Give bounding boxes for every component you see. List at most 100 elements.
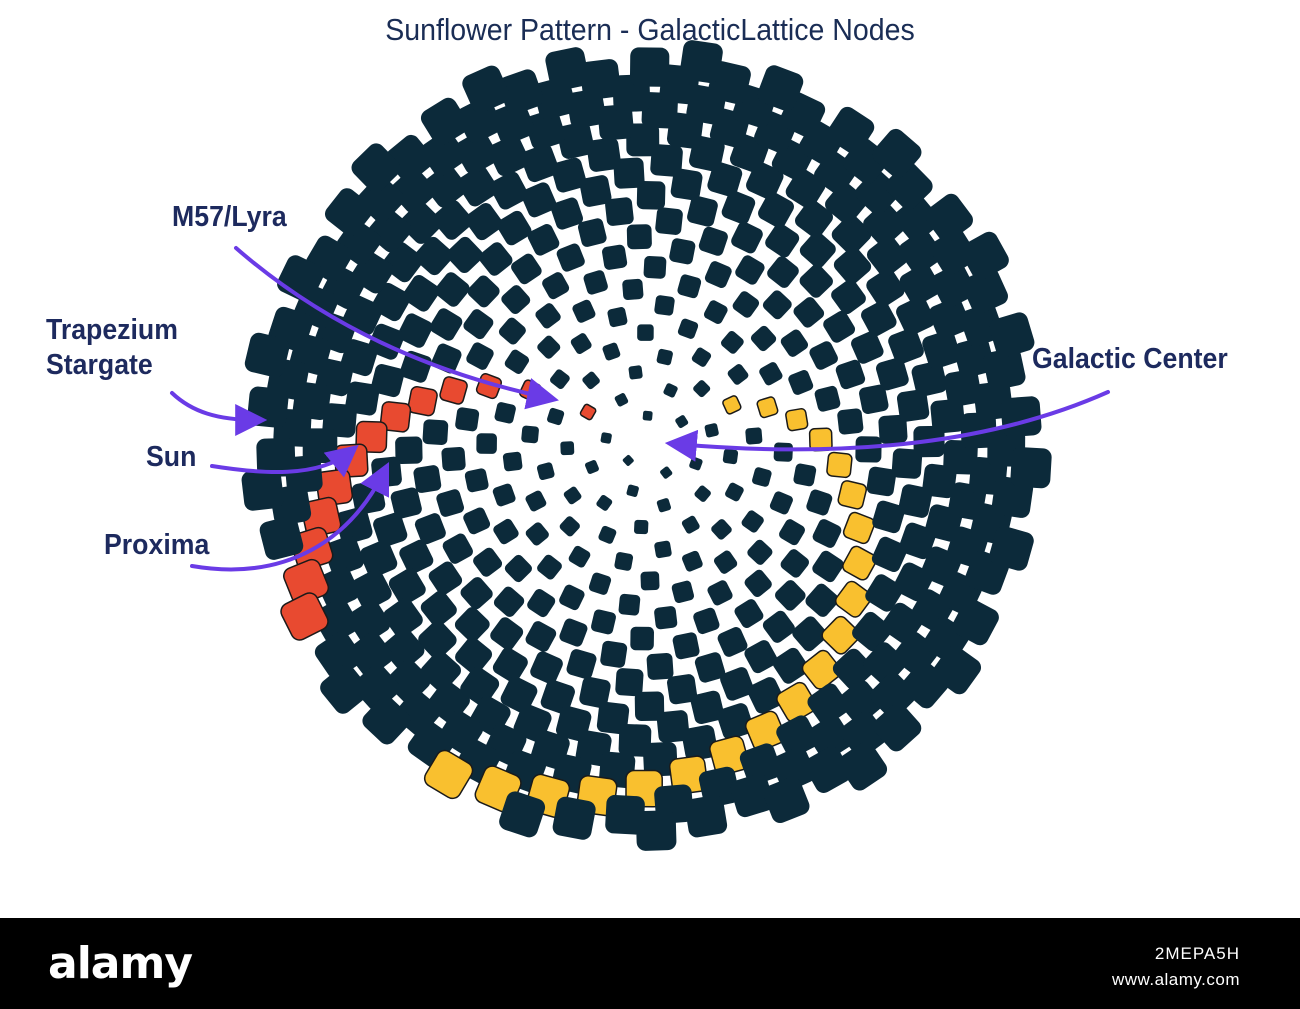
lattice-node xyxy=(809,341,838,370)
lattice-node xyxy=(399,539,434,574)
lattice-node xyxy=(504,554,532,583)
lattice-node xyxy=(582,371,600,390)
arrow-sun xyxy=(210,444,359,478)
lattice-node xyxy=(842,545,877,581)
lattice-node xyxy=(693,607,720,635)
label-m57-lyra: M57/Lyra xyxy=(172,201,287,233)
lattice-node xyxy=(779,519,806,546)
lattice-node xyxy=(872,128,922,178)
lattice-node xyxy=(772,647,809,684)
lattice-node xyxy=(744,640,778,674)
lattice-node xyxy=(500,676,538,714)
lattice-node xyxy=(413,465,442,493)
lattice-node xyxy=(924,193,973,242)
lattice-node xyxy=(720,667,754,701)
lattice-node xyxy=(932,645,982,695)
lattice-node xyxy=(1010,447,1052,489)
lattice-node xyxy=(646,653,674,680)
lattice-node xyxy=(525,109,566,150)
lattice-node xyxy=(655,207,683,235)
lattice-node xyxy=(866,268,905,308)
lattice-node xyxy=(823,310,856,343)
lattice-node xyxy=(752,467,772,487)
lattice-node xyxy=(859,384,889,415)
lattice-node xyxy=(776,681,817,723)
lattice-node xyxy=(550,369,570,390)
lattice-node xyxy=(899,264,941,306)
lattice-node xyxy=(636,181,666,210)
lattice-node xyxy=(656,498,671,513)
lattice-node xyxy=(635,810,677,851)
lattice-node xyxy=(511,253,542,285)
lattice-node xyxy=(520,144,559,183)
lattice-node xyxy=(428,561,463,595)
lattice-node xyxy=(446,236,483,273)
lattice-node xyxy=(454,131,498,175)
lattice-node xyxy=(656,348,673,366)
lattice-node xyxy=(747,677,784,714)
lattice-node xyxy=(586,137,621,172)
lattice-node xyxy=(605,197,634,226)
lattice-node xyxy=(537,335,561,359)
lattice-node xyxy=(799,264,833,298)
lattice-node xyxy=(442,533,473,564)
lattice-node xyxy=(614,393,629,407)
lattice-node xyxy=(681,515,700,534)
lattice-node xyxy=(634,519,649,535)
lattice-node xyxy=(805,583,839,617)
lattice-node xyxy=(462,65,510,113)
lattice-node xyxy=(826,106,875,155)
lattice-node xyxy=(943,440,978,475)
lattice-node xyxy=(241,468,284,511)
lattice-node xyxy=(476,433,497,454)
lattice-node xyxy=(660,466,673,479)
lattice-node xyxy=(570,333,592,355)
lattice-node xyxy=(320,664,370,714)
lattice-node xyxy=(855,436,882,463)
lattice-node xyxy=(498,317,526,345)
lattice-node xyxy=(494,402,516,424)
lattice-node xyxy=(579,676,611,709)
lattice-node xyxy=(898,230,943,274)
lattice-node xyxy=(618,723,652,757)
lattice-node xyxy=(682,550,703,572)
lattice-node xyxy=(360,540,398,578)
lattice-node xyxy=(407,385,438,417)
lattice-node xyxy=(499,791,546,838)
lattice-node xyxy=(536,462,555,481)
lattice-node xyxy=(775,580,806,611)
lattice-node xyxy=(435,272,470,307)
lattice-node xyxy=(559,584,585,611)
lattice-node xyxy=(795,199,833,238)
lattice-node xyxy=(832,648,874,690)
lattice-node xyxy=(872,703,922,752)
lattice-node xyxy=(759,362,783,386)
lattice-node xyxy=(962,268,1008,314)
lattice-node xyxy=(911,361,947,397)
lattice-node xyxy=(351,143,401,193)
lattice-node xyxy=(750,325,777,352)
lattice-node xyxy=(838,680,883,724)
lattice-node xyxy=(607,307,628,328)
lattice-node xyxy=(247,386,289,428)
lattice-node xyxy=(542,272,570,300)
lattice-node xyxy=(347,600,391,643)
lattice-node xyxy=(806,489,833,516)
arrow-galactic-center xyxy=(664,390,1110,462)
lattice-node xyxy=(395,436,423,464)
lattice-node xyxy=(244,332,290,378)
lattice-node xyxy=(373,512,408,547)
lattice-node xyxy=(804,746,852,793)
lattice-node xyxy=(596,494,613,511)
lattice-node xyxy=(467,275,500,308)
lattice-node xyxy=(831,279,866,315)
lattice-node xyxy=(473,547,503,577)
lattice-node xyxy=(463,309,494,340)
lattice-node xyxy=(780,549,810,578)
lattice-node xyxy=(834,580,872,618)
lattice-node xyxy=(324,188,373,237)
alamy-logo: alamy xyxy=(48,938,193,989)
lattice-node xyxy=(316,566,360,609)
lattice-node xyxy=(744,569,772,598)
lattice-node xyxy=(637,324,654,341)
